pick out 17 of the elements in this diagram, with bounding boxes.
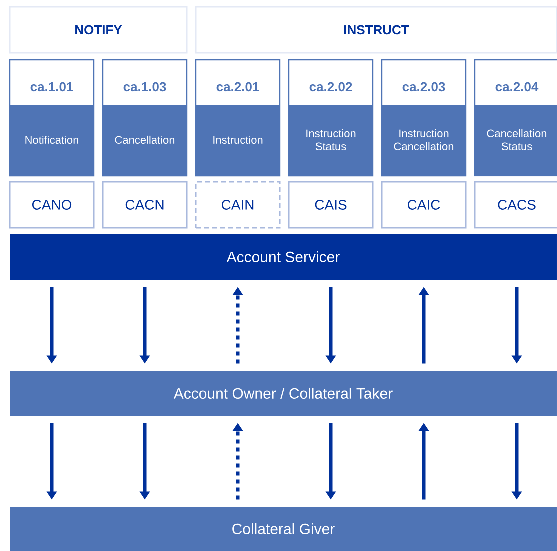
role-band: Collateral Giver [10,506,557,551]
code-box: CACS [474,181,557,229]
message-card: ca.2.03 Instruction Cancellation [381,59,467,177]
code-box: CAIC [381,181,467,229]
role-band: Account Owner / Collateral Taker [10,370,557,416]
message-card: ca.2.04 Cancellation Status [474,59,557,177]
header-box: NOTIFY [9,6,188,54]
header-box: INSTRUCT [195,6,557,54]
message-card: ca.1.03 Cancellation [102,59,188,177]
code-box: CAIS [288,181,374,229]
role-band: Account Servicer [10,234,557,280]
message-card: ca.2.02 Instruction Status [288,59,374,177]
code-box: CACN [102,181,188,229]
message-card: ca.2.01 Instruction [195,59,281,177]
code-box: CANO [9,181,95,229]
code-box: CAIN [195,181,281,229]
message-card: ca.1.01 Notification [9,59,95,177]
